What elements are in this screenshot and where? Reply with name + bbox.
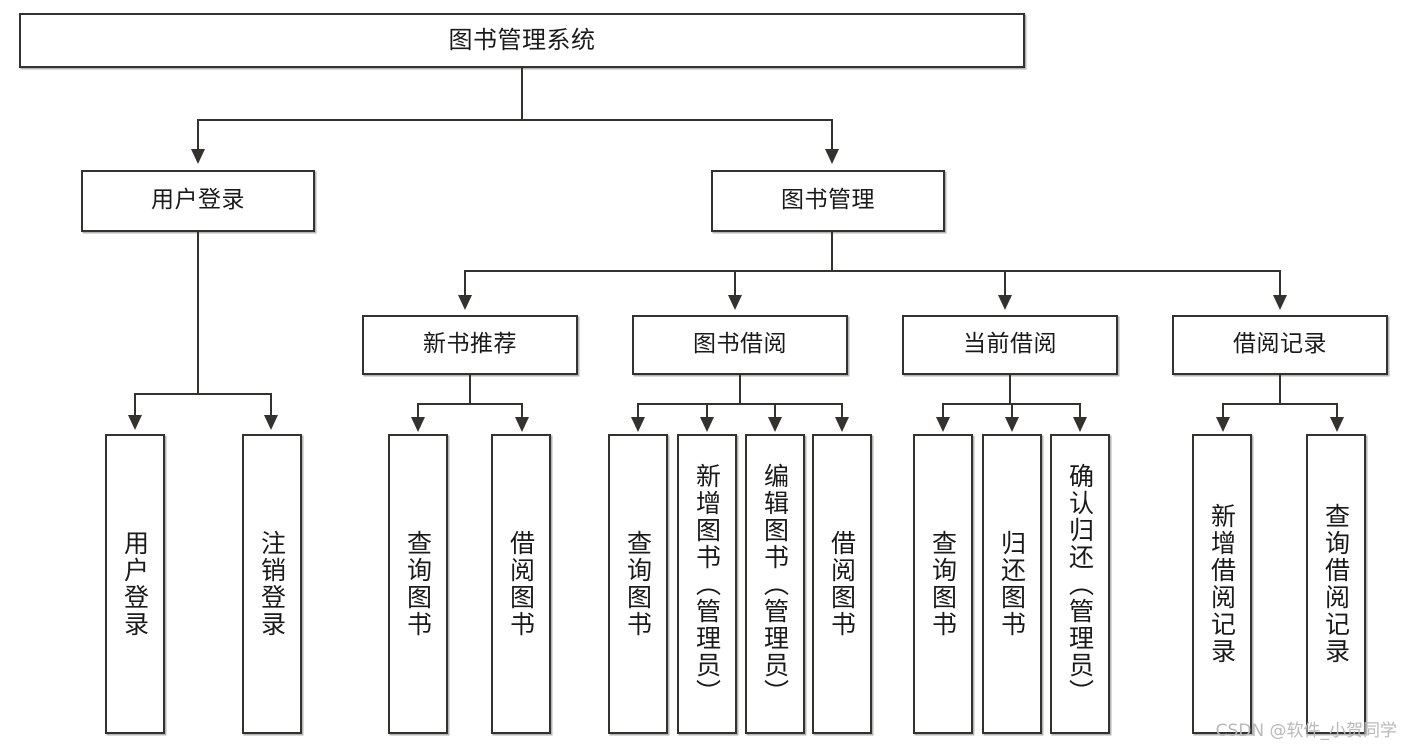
arrowhead-leaf-7 [835,417,849,432]
arrowhead-l3-1 [728,295,742,310]
node-label: 新书推荐 [423,331,517,358]
connector-user-login-drop-0 [134,393,136,415]
arrowhead-leaf-0 [128,415,142,430]
node-label: 归还图书 [997,530,1027,638]
connector-l3-1-drop-3 [841,403,843,417]
arrowhead-leaf-3 [515,417,529,432]
connector-l3-3-drop-0 [1222,403,1224,417]
connector-root-stem [521,68,523,121]
node-label: 借阅记录 [1233,331,1327,358]
leaf-confirm-return-admin[interactable]: 确认归还（管理员） [1050,434,1110,734]
node-label: 借阅图书 [506,530,536,638]
arrowhead-leaf-9 [1005,417,1019,432]
node-label: 当前借阅 [963,331,1057,358]
node-label: 新增图书（管理员） [692,462,722,706]
arrowhead-leaf-8 [936,417,950,432]
connector-book-manage-stem [831,232,833,272]
node-label: 用户登录 [151,187,245,214]
connector-l3-1-bus [637,403,842,405]
connector-l3-2-drop-2 [1079,403,1081,417]
node-new-book-recommend[interactable]: 新书推荐 [362,315,578,375]
node-label: 新增借阅记录 [1207,503,1237,665]
node-label: 图书管理系统 [448,26,596,55]
connector-l3-0-bus [417,403,522,405]
connector-l3-2-drop-0 [942,403,944,417]
leaf-borrow-book[interactable]: 借阅图书 [812,434,872,734]
connector-l3-0-drop-1 [521,403,523,417]
arrowhead-l3-0 [458,295,472,310]
connector-l3-3-bus [1222,403,1337,405]
node-user-login[interactable]: 用户登录 [81,170,315,232]
arrowhead-l3-3 [1273,295,1287,310]
leaf-return-book[interactable]: 归还图书 [982,434,1042,734]
node-borrow-record[interactable]: 借阅记录 [1172,315,1388,375]
connector-level3-drop-1 [734,270,736,295]
node-label: 查询借阅记录 [1321,503,1351,665]
node-label: 编辑图书（管理员） [760,462,790,706]
node-label: 借阅图书 [827,530,857,638]
leaf-edit-book-admin[interactable]: 编辑图书（管理员） [745,434,805,734]
connector-level3-drop-0 [464,270,466,295]
leaf-logout[interactable]: 注销登录 [242,434,302,734]
connector-l3-1-drop-2 [774,403,776,417]
arrowhead-leaf-5 [700,417,714,432]
leaf-query-borrow-record[interactable]: 查询借阅记录 [1306,434,1366,734]
leaf-query-book-borrow[interactable]: 查询图书 [608,434,668,734]
arrowhead-leaf-1 [264,415,278,430]
arrowhead-leaf-11 [1216,417,1230,432]
connector-user-login-stem [197,232,199,395]
connector-l3-2-drop-1 [1011,403,1013,417]
connector-root-drop-left [197,119,199,149]
connector-l3-2-bus [942,403,1079,405]
connector-l3-0-drop-0 [417,403,419,417]
node-label: 注销登录 [257,530,287,638]
leaf-query-book-recommend[interactable]: 查询图书 [388,434,448,734]
connector-user-login-bus [134,393,271,395]
node-current-borrow[interactable]: 当前借阅 [902,315,1118,375]
arrowhead-leaf-4 [631,417,645,432]
arrowhead-l3-2 [998,295,1012,310]
node-label: 确认归还（管理员） [1065,462,1095,706]
arrowhead-to-user-login [191,149,205,164]
arrowhead-to-book-manage [825,149,839,164]
arrowhead-leaf-12 [1330,417,1344,432]
connector-l3-0-stem [469,375,471,405]
connector-level3-drop-3 [1279,270,1281,295]
connector-l3-1-stem [739,375,741,405]
connector-level3-bus [464,270,1281,272]
node-book-borrow[interactable]: 图书借阅 [632,315,848,375]
connector-l3-3-drop-1 [1336,403,1338,417]
connector-l3-3-stem [1279,375,1281,405]
node-label: 图书管理 [781,187,875,214]
arrowhead-leaf-6 [768,417,782,432]
connector-l3-1-drop-0 [637,403,639,417]
node-label: 查询图书 [623,530,653,638]
node-label: 查询图书 [403,530,433,638]
connector-l3-1-drop-1 [706,403,708,417]
node-book-management[interactable]: 图书管理 [711,170,945,232]
leaf-add-borrow-record[interactable]: 新增借阅记录 [1192,434,1252,734]
connector-user-login-drop-1 [270,393,272,415]
connector-root-drop-right [831,119,833,149]
node-label: 用户登录 [120,530,150,638]
node-label: 查询图书 [928,530,958,638]
connector-level3-drop-2 [1004,270,1006,295]
arrowhead-leaf-2 [411,417,425,432]
leaf-add-book-admin[interactable]: 新增图书（管理员） [677,434,737,734]
arrowhead-leaf-10 [1073,417,1087,432]
leaf-query-book-current[interactable]: 查询图书 [913,434,973,734]
leaf-user-login[interactable]: 用户登录 [105,434,165,734]
node-root[interactable]: 图书管理系统 [19,13,1025,68]
leaf-borrow-book-recommend[interactable]: 借阅图书 [491,434,551,734]
node-label: 图书借阅 [693,331,787,358]
connector-l3-2-stem [1009,375,1011,405]
watermark: CSDN @软件_小贺同学 [1215,721,1397,741]
connector-root-bus [197,119,833,121]
